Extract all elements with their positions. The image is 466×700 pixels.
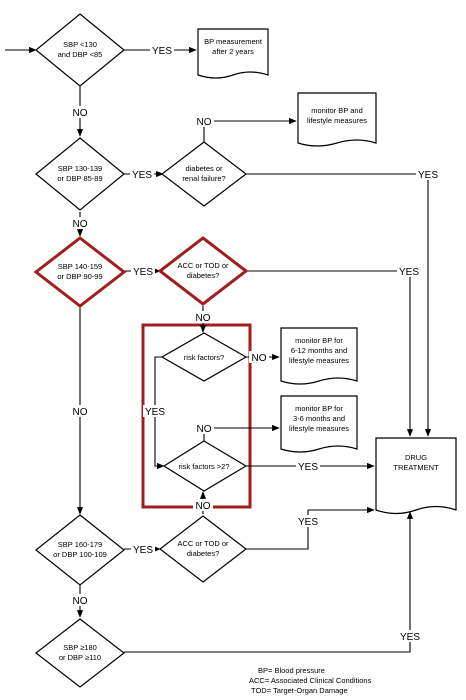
decision-risk-factors: risk factors? (160, 332, 248, 382)
label-no-d2: NO (73, 219, 88, 230)
arrow-c1-doc2 (203, 117, 297, 142)
label-no-c1: NO (197, 117, 212, 128)
label-yes-d2: YES (132, 170, 152, 181)
branch-labels: YES NO YES NO YES NO YES YES NO NO YES N… (70, 44, 440, 643)
label-yes-rf2: YES (298, 462, 318, 473)
label-no-rf1: NO (252, 353, 267, 364)
arrow-c3-drug (246, 506, 375, 550)
legend-acc: ACC= Associated Clinical Conditions (249, 676, 372, 685)
arrow-d5-drug (124, 511, 414, 653)
label-yes-d3: YES (133, 267, 153, 278)
label-yes-c1: YES (418, 170, 438, 181)
label-no-c3: NO (196, 501, 211, 512)
label-yes-d5: YES (400, 632, 420, 643)
label-no-d4: NO (73, 596, 88, 607)
svg-text:risk factors >2?: risk factors >2? (178, 462, 229, 471)
label-yes-c3: YES (298, 517, 318, 528)
legend: BP= Blood pressure ACC= Associated Clini… (249, 666, 372, 695)
label-no-rf2: NO (197, 424, 212, 435)
label-yes-c2: YES (399, 267, 419, 278)
legend-bp: BP= Blood pressure (258, 666, 325, 675)
legend-tod: TOD= Target-Organ Damage (251, 686, 348, 695)
label-yes-d4: YES (133, 545, 153, 556)
label-no-c2: NO (196, 313, 211, 324)
label-no-d3: NO (73, 407, 88, 418)
label-yes-d1: YES (152, 46, 172, 57)
decision-risk-factors-gt-2: risk factors >2? (162, 440, 248, 492)
svg-text:risk factors?: risk factors? (184, 353, 224, 362)
arrow-rf2-doc4 (203, 424, 280, 441)
label-yes-rf1: YES (145, 407, 165, 418)
label-no-d1: NO (73, 108, 88, 119)
